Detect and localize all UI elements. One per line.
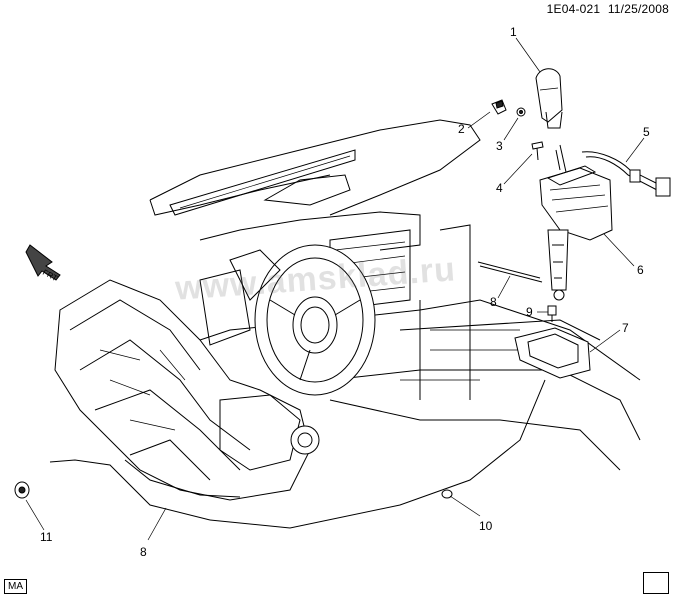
callout-2: 2 [458, 122, 465, 136]
front-arrow-label: FRT [41, 268, 59, 283]
callout-10: 10 [479, 519, 493, 533]
transmission [54, 279, 320, 501]
callout-11: 11 [40, 530, 53, 544]
wiring-harness [581, 151, 671, 197]
steering-wheel [199, 244, 376, 396]
callout-8-upper: 8 [490, 295, 497, 309]
callout-4: 4 [496, 181, 503, 195]
callout-9: 9 [526, 305, 533, 319]
callout-7: 7 [622, 321, 629, 335]
grommet-part [441, 489, 453, 499]
callout-6: 6 [637, 263, 644, 277]
diagram-date: 11/25/2008 [607, 2, 669, 16]
callout-3: 3 [496, 139, 503, 153]
bolt-9-part [547, 305, 557, 322]
shift-cable [49, 261, 546, 529]
diagram-id: 1E04-021 [546, 2, 601, 16]
diagram-header: 1E04-021 11/25/2008 [543, 2, 669, 16]
boot-seal [514, 327, 591, 379]
nut-part [516, 107, 526, 117]
shifter-assembly [539, 144, 613, 301]
bushing-part [14, 481, 30, 499]
shifter-knob [535, 68, 563, 129]
callout-5: 5 [643, 125, 650, 139]
publisher-logo-icon [643, 572, 669, 594]
leader-lines [25, 37, 645, 541]
clip-part [491, 99, 507, 115]
callout-8-lower: 8 [140, 545, 147, 559]
front-arrow-icon: FRT [25, 244, 61, 283]
bolt-part [531, 141, 544, 161]
callout-labels: 1 2 3 4 5 6 7 8 9 8 10 11 [40, 25, 650, 559]
callout-1: 1 [510, 25, 517, 39]
ma-badge: MA [4, 579, 27, 594]
